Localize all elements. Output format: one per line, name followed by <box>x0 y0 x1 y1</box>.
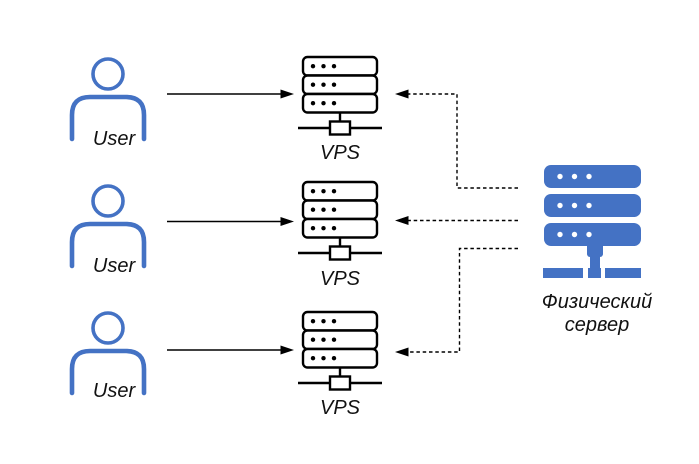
vps-label-2: VPS <box>319 268 361 290</box>
vps-node-2 <box>296 174 384 267</box>
dashed-arrow-server-to-vps3 <box>407 247 518 353</box>
vps-label-1: VPS <box>319 142 361 164</box>
user-label-2: User <box>92 255 136 277</box>
user-node-3 <box>68 310 148 401</box>
vps-server-icon <box>298 310 382 391</box>
user-icon <box>69 57 147 142</box>
vps-server-icon <box>298 180 382 261</box>
arrowhead-server-to-vps2 <box>395 216 409 225</box>
user-node-2 <box>68 183 148 274</box>
physical-server-icon <box>543 165 641 278</box>
vps-label-3: VPS <box>319 397 361 419</box>
arrowhead-user2-to-vps2 <box>280 217 294 226</box>
arrowhead-server-to-vps3 <box>395 347 409 357</box>
user-icon <box>69 184 147 269</box>
arrowhead-user3-to-vps3 <box>280 345 294 355</box>
vps-server-icon <box>298 55 382 136</box>
arrowhead-server-to-vps1 <box>395 89 409 99</box>
user-icon <box>69 311 147 396</box>
vps-node-1 <box>296 49 384 142</box>
vps-node-3 <box>296 304 384 397</box>
physical-server-label: Физический сервер <box>542 291 652 337</box>
user-label-1: User <box>92 128 136 150</box>
user-label-3: User <box>92 380 136 402</box>
user-node-1 <box>68 56 148 147</box>
physical-server-label-line1: Физический <box>541 291 653 313</box>
physical-server-node <box>543 163 643 284</box>
dashed-arrow-server-to-vps1 <box>407 93 518 189</box>
physical-server-label-line2: сервер <box>564 314 630 336</box>
arrowhead-user1-to-vps1 <box>280 89 294 99</box>
